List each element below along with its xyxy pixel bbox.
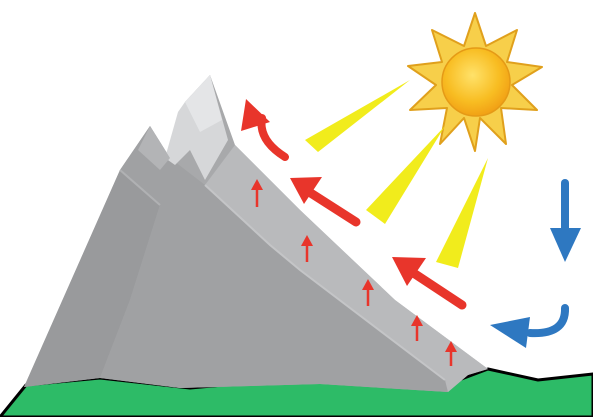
blue-arrow (550, 183, 581, 262)
sun-icon (408, 13, 542, 151)
red-arrow (241, 99, 285, 157)
sunlight-beam (436, 158, 488, 268)
cool-air-arrows (490, 183, 581, 348)
blue-arrow (490, 308, 565, 348)
sunlight-beam (366, 126, 445, 224)
sun-core (442, 48, 510, 116)
sunlight-beam (305, 80, 410, 152)
